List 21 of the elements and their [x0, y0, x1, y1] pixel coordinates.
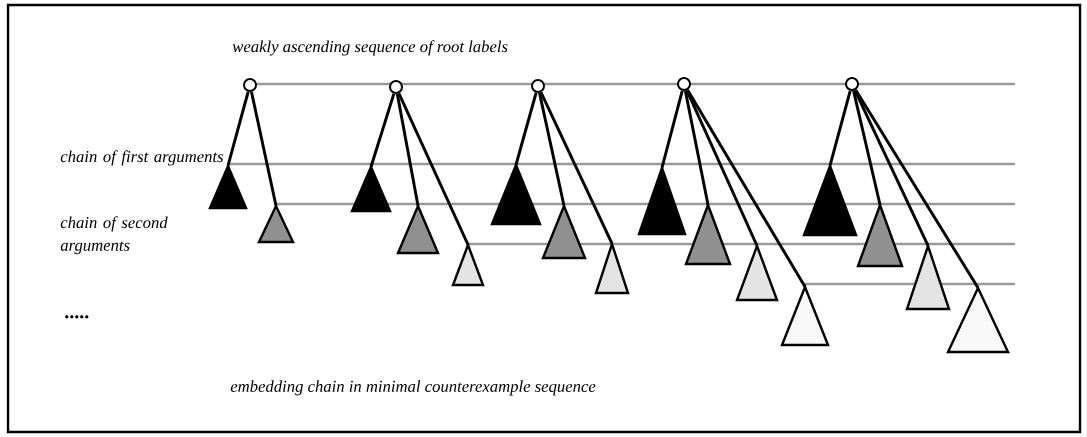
- caption-text: weakly ascending sequence of root labels: [232, 40, 508, 56]
- branch-line: [250, 91, 278, 207]
- branch-line: [539, 91, 614, 245]
- branch-line: [538, 92, 566, 207]
- branch-line: [226, 91, 250, 167]
- caption-text: .....: [65, 315, 89, 319]
- branch-line: [685, 89, 759, 247]
- caption-text: chain of second arguments: [60, 216, 168, 255]
- branch-line: [686, 89, 807, 288]
- branch-line: [395, 93, 420, 206]
- branch-line: [854, 89, 980, 289]
- caption-text: chain of first arguments: [60, 150, 224, 166]
- caption-text: embedding chain in minimal counterexample sequence: [230, 380, 596, 396]
- branch-line: [397, 92, 470, 246]
- branch-line: [683, 90, 710, 206]
- branch-line: [369, 93, 396, 168]
- branch-line: [828, 90, 852, 167]
- branch-line: [514, 92, 538, 166]
- branch-line: [853, 89, 930, 247]
- branch-line: [660, 90, 684, 169]
- branch-line: [852, 90, 882, 206]
